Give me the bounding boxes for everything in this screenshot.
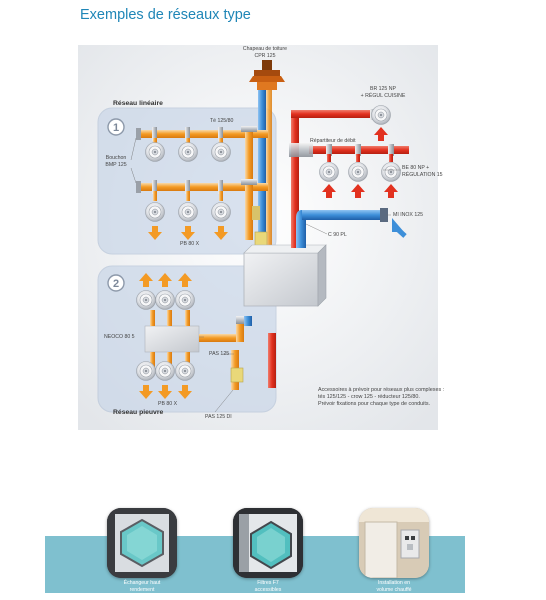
arrow-inlet-icon <box>392 218 404 232</box>
caption-filtres-line1: Filtres F7 <box>257 580 279 586</box>
panel-1-number: 1 <box>113 122 119 134</box>
label-pas125: PAS 125 <box>209 351 230 357</box>
label-chapeau-line2: CPR 125 <box>254 52 276 59</box>
page-title: Exemples de réseaux type <box>80 7 251 23</box>
label-bf125: BR 125 NP + RÉGUL CUISINE <box>355 86 411 99</box>
thumb-echangeur <box>107 508 177 578</box>
caption-installation: Installation en volume chauffé <box>354 580 434 593</box>
label-reseau-pieuvre: Réseau pieuvre <box>113 409 164 416</box>
label-pb80-bottom: PB 80 X <box>158 401 178 407</box>
label-bo80-line2: RÉGULATION 15 <box>402 171 443 178</box>
label-pb80-top: PB 80 X <box>180 241 200 247</box>
caption-echangeur: Échangeur haut rendement <box>102 580 182 593</box>
note-line-2: tés 125/125 - crow 125 - réducteur 125/8… <box>318 394 420 401</box>
label-bo80: BE 80 NP + RÉGULATION 15 <box>402 165 462 178</box>
installation-icon <box>359 508 429 578</box>
label-bf125-line2: + RÉGUL CUISINE <box>360 92 406 99</box>
label-c90: C 90 PL <box>328 232 347 238</box>
fresh-air-inlet-duct <box>296 208 407 248</box>
label-mi-inox: MI INOX 125 <box>393 212 423 218</box>
label-pas125di: PAS 125 DI <box>205 414 232 420</box>
roof-cap <box>249 60 285 90</box>
panel-2-number: 2 <box>113 278 119 290</box>
panel-1-number-badge <box>107 118 125 136</box>
label-repartiteur: Répartiteur de débit <box>310 138 356 144</box>
ventilation-unit <box>243 244 327 307</box>
exhaust-duct <box>258 90 266 250</box>
supply-duct-red <box>289 109 409 248</box>
accessories-note: Accessoires à prévoir pour réseaux plus … <box>318 387 478 409</box>
label-chapeau-line1: Chapeau de toiture <box>242 46 288 52</box>
label-bf125-line1: BR 125 NP <box>370 86 396 92</box>
leader-lines <box>130 137 401 413</box>
caption-filtres-line2: accessibles <box>254 586 282 593</box>
caption-installation-line2: volume chauffé <box>376 586 412 593</box>
caption-echangeur-line1: Échangeur haut <box>123 580 161 586</box>
linear-network-pipes <box>136 126 268 249</box>
note-line-3: Prévoir fixations pour chaque type de co… <box>318 401 431 408</box>
filter-icon <box>233 508 303 578</box>
caption-echangeur-line2: rendement <box>129 586 155 593</box>
label-chapeau: Chapeau de toiture CPR 125 <box>230 46 300 59</box>
panel-2-number-badge <box>107 274 125 292</box>
label-bouchon: Bouchon BMP 125 <box>100 155 132 168</box>
octopus-network-pipes <box>144 310 276 390</box>
thumb-filtres <box>233 508 303 578</box>
label-bouchon-line2: BMP 125 <box>105 161 127 168</box>
thumb-installation <box>359 508 429 578</box>
label-neoco: NEOCO 80 5 <box>104 334 135 340</box>
exchanger-icon <box>107 508 177 578</box>
label-bo80-line1: BE 80 NP + <box>402 165 430 171</box>
label-te: Té 125/80 <box>210 118 234 124</box>
caption-filtres: Filtres F7 accessibles <box>228 580 308 593</box>
note-line-1: Accessoires à prévoir pour réseaux plus … <box>318 387 445 393</box>
label-reseau-lineaire: Réseau linéaire <box>113 100 163 107</box>
caption-installation-line1: Installation en <box>377 580 410 586</box>
label-bouchon-line1: Bouchon <box>105 155 127 161</box>
